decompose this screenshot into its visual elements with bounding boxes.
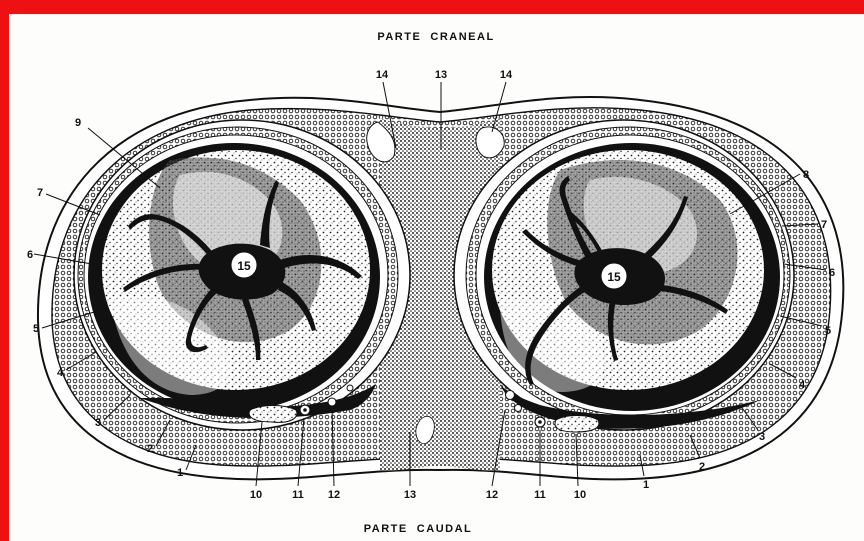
label-6-right: 6 — [829, 267, 835, 279]
label-14-right: 14 — [500, 69, 513, 81]
label-5-right: 5 — [825, 325, 831, 337]
label-12-right: 12 — [486, 489, 498, 501]
label-2-right: 2 — [699, 461, 705, 473]
label-3-left: 3 — [95, 417, 101, 429]
label-4-left: 4 — [57, 367, 64, 379]
label-6-left: 6 — [27, 249, 33, 261]
label-11-left: 11 — [292, 489, 304, 501]
label-1-right: 1 — [643, 479, 649, 491]
label-8: 8 — [803, 169, 809, 181]
title-parte-caudal: PARTE CAUDAL — [364, 523, 473, 535]
label-1-left: 1 — [177, 467, 183, 479]
septum-space-right — [476, 127, 504, 158]
label-2-left: 2 — [147, 443, 153, 455]
label-7-left: 7 — [37, 187, 43, 199]
label-14-left: 14 — [376, 69, 389, 81]
label-10-right: 10 — [574, 489, 586, 501]
label-13-bottom: 13 — [404, 489, 416, 501]
label-5-left: 5 — [33, 323, 39, 335]
label-10-left: 10 — [250, 489, 262, 501]
label-3-right: 3 — [759, 431, 765, 443]
label-15-right: 15 — [607, 270, 621, 284]
label-12-left: 12 — [328, 489, 340, 501]
label-4-right: 4 — [799, 379, 806, 391]
title-parte-craneal: PARTE CRANEAL — [377, 31, 494, 43]
label-15-left: 15 — [237, 259, 251, 273]
label-7-right: 7 — [821, 219, 827, 231]
label-13-top: 13 — [435, 69, 447, 81]
label-9: 9 — [75, 117, 81, 129]
label-11-right: 11 — [534, 489, 546, 501]
